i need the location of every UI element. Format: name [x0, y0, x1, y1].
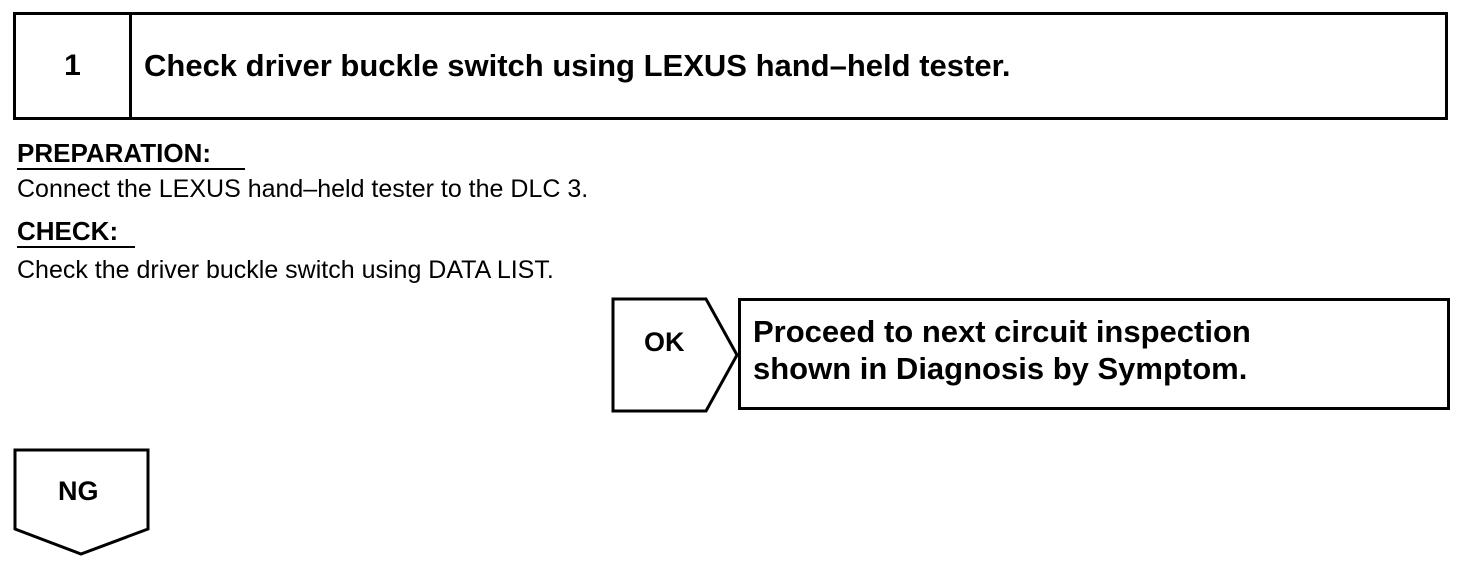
ok-label: OK	[644, 327, 685, 357]
check-text: Check the driver buckle switch using DAT…	[17, 256, 554, 284]
preparation-rule	[17, 168, 245, 170]
step-number: 1	[64, 49, 81, 82]
check-heading: CHECK:	[17, 216, 119, 246]
step-title: Check driver buckle switch using LEXUS h…	[144, 48, 1011, 83]
ok-result-box: Proceed to next circuit inspection shown…	[738, 298, 1450, 410]
preparation-text: Connect the LEXUS hand–held tester to th…	[17, 175, 589, 203]
check-rule	[17, 246, 135, 248]
ok-result-line-2: shown in Diagnosis by Symptom.	[753, 351, 1248, 386]
step-divider	[129, 15, 132, 117]
step-header-box: 1 Check driver buckle switch using LEXUS…	[13, 12, 1448, 120]
ok-arrow-shape	[611, 297, 739, 413]
preparation-heading: PREPARATION:	[17, 138, 212, 168]
ng-label: NG	[58, 476, 99, 506]
ng-arrow-shape	[13, 448, 150, 556]
ok-result-line-1: Proceed to next circuit inspection	[753, 314, 1251, 349]
